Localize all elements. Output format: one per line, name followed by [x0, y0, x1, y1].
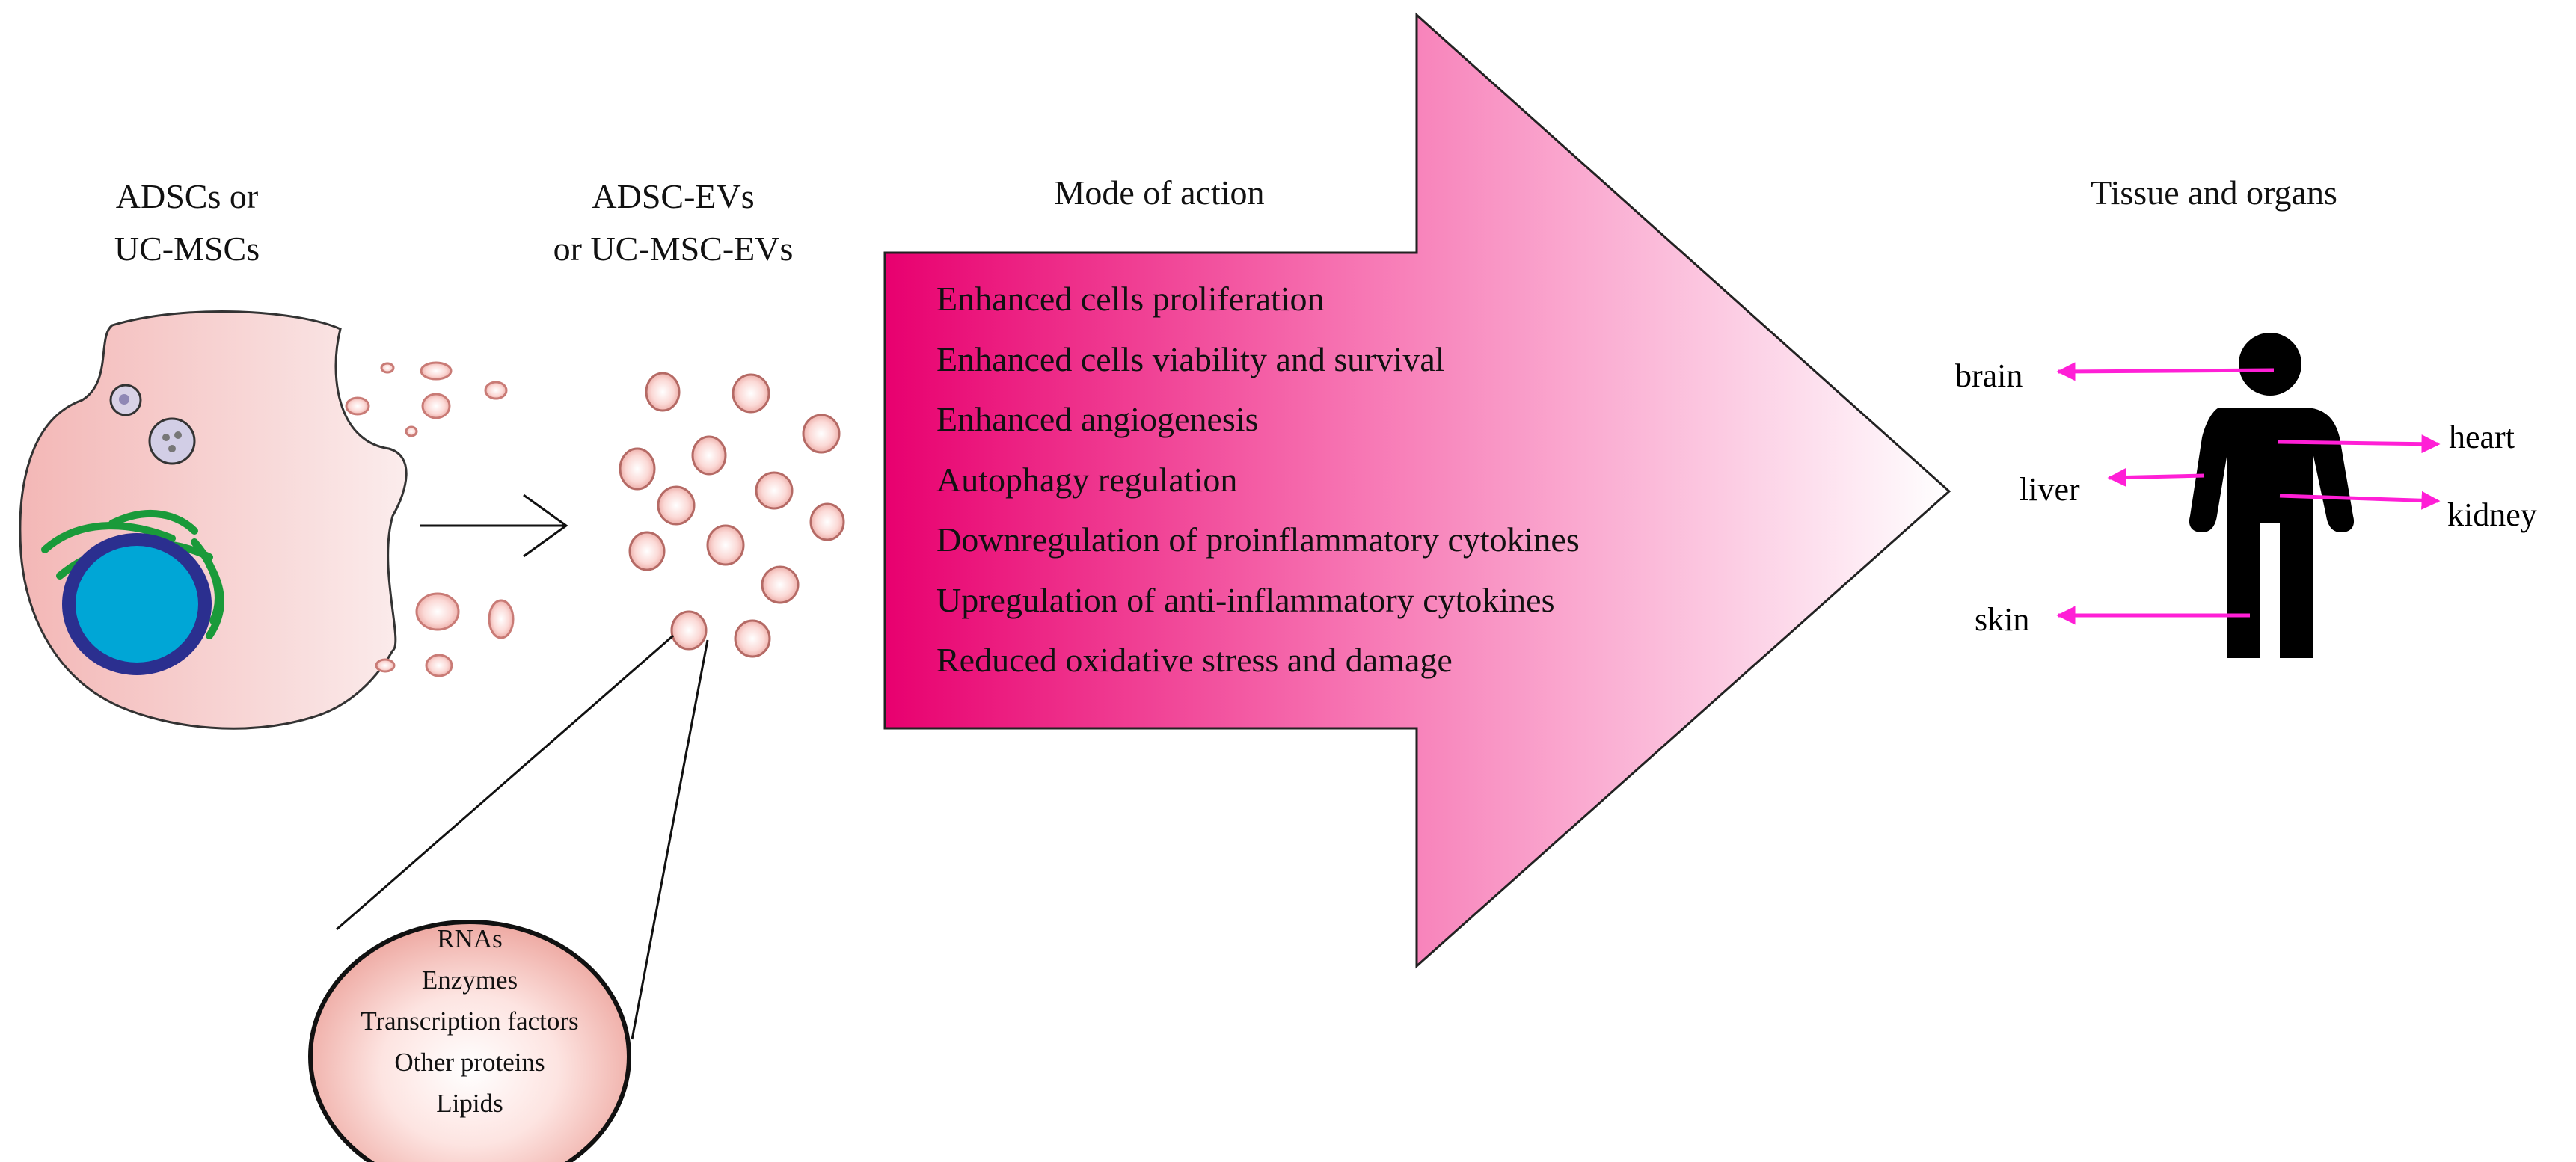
vesicles-label-line1: ADSC-EVs	[592, 177, 755, 215]
liver-arrow	[2107, 467, 2205, 487]
cargo-item: Enzymes	[421, 965, 518, 995]
organ-label-heart: heart	[2449, 419, 2515, 455]
source-cells-label-line2: UC-MSCs	[114, 230, 260, 268]
lysosome-dot	[168, 445, 176, 452]
tissue-organs-heading: Tissue and organs	[2091, 173, 2337, 212]
mode-item: Autophagy regulation	[936, 460, 1238, 499]
organ-arrows	[2056, 362, 2441, 625]
lysosome-dot	[162, 434, 170, 441]
mode-item: Downregulation of proinflammatory cytoki…	[936, 520, 1580, 559]
zoom-lines	[336, 634, 709, 1040]
mode-item: Enhanced angiogenesis	[936, 400, 1259, 438]
cargo-list: RNAs Enzymes Transcription factors Other…	[313, 918, 627, 1124]
source-cells-label-line1: ADSCs or	[115, 177, 259, 215]
organ-label-liver: liver	[2020, 471, 2080, 508]
cargo-item: RNAs	[437, 924, 503, 953]
human-silhouette	[2189, 333, 2355, 658]
cargo-item: Transcription factors	[361, 1006, 579, 1036]
heart-arrow	[2277, 434, 2441, 454]
cargo-item: Other proteins	[394, 1048, 545, 1077]
mode-of-action-heading: Mode of action	[1054, 173, 1265, 212]
ev-cluster	[619, 372, 845, 658]
lysosome-dot	[174, 431, 182, 439]
kidney-arrow	[2279, 491, 2441, 510]
cell-membrane	[19, 310, 408, 730]
mode-of-action-arrow	[883, 12, 1951, 969]
mode-item: Enhanced cells viability and survival	[936, 339, 1445, 378]
mode-of-action-list: Enhanced cells proliferation Enhanced ce…	[936, 269, 1580, 691]
vesicles-label-line2: or UC-MSC-EVs	[553, 230, 794, 268]
release-arrow	[420, 494, 568, 558]
brain-arrow	[2056, 362, 2275, 381]
stem-cell	[19, 310, 515, 730]
cargo-bubble	[308, 920, 631, 1162]
nucleus-inner	[76, 546, 198, 663]
mode-item: Upregulation of anti-inflammatory cytoki…	[936, 580, 1555, 619]
mode-item: Reduced oxidative stress and damage	[936, 641, 1453, 679]
source-cells-label: ADSCs or UC-MSCs	[82, 170, 292, 275]
vesicles-label: ADSC-EVs or UC-MSC-EVs	[524, 170, 823, 275]
lysosome-organelle	[148, 417, 196, 465]
released-vesicles	[345, 361, 515, 677]
organ-label-kidney: kidney	[2447, 497, 2537, 533]
vesicle-organelle-core	[119, 394, 129, 405]
organ-label-brain: brain	[1955, 357, 2023, 394]
organ-label-skin: skin	[1975, 601, 2030, 638]
mode-item: Enhanced cells proliferation	[936, 280, 1325, 318]
cargo-item: Lipids	[436, 1089, 503, 1118]
